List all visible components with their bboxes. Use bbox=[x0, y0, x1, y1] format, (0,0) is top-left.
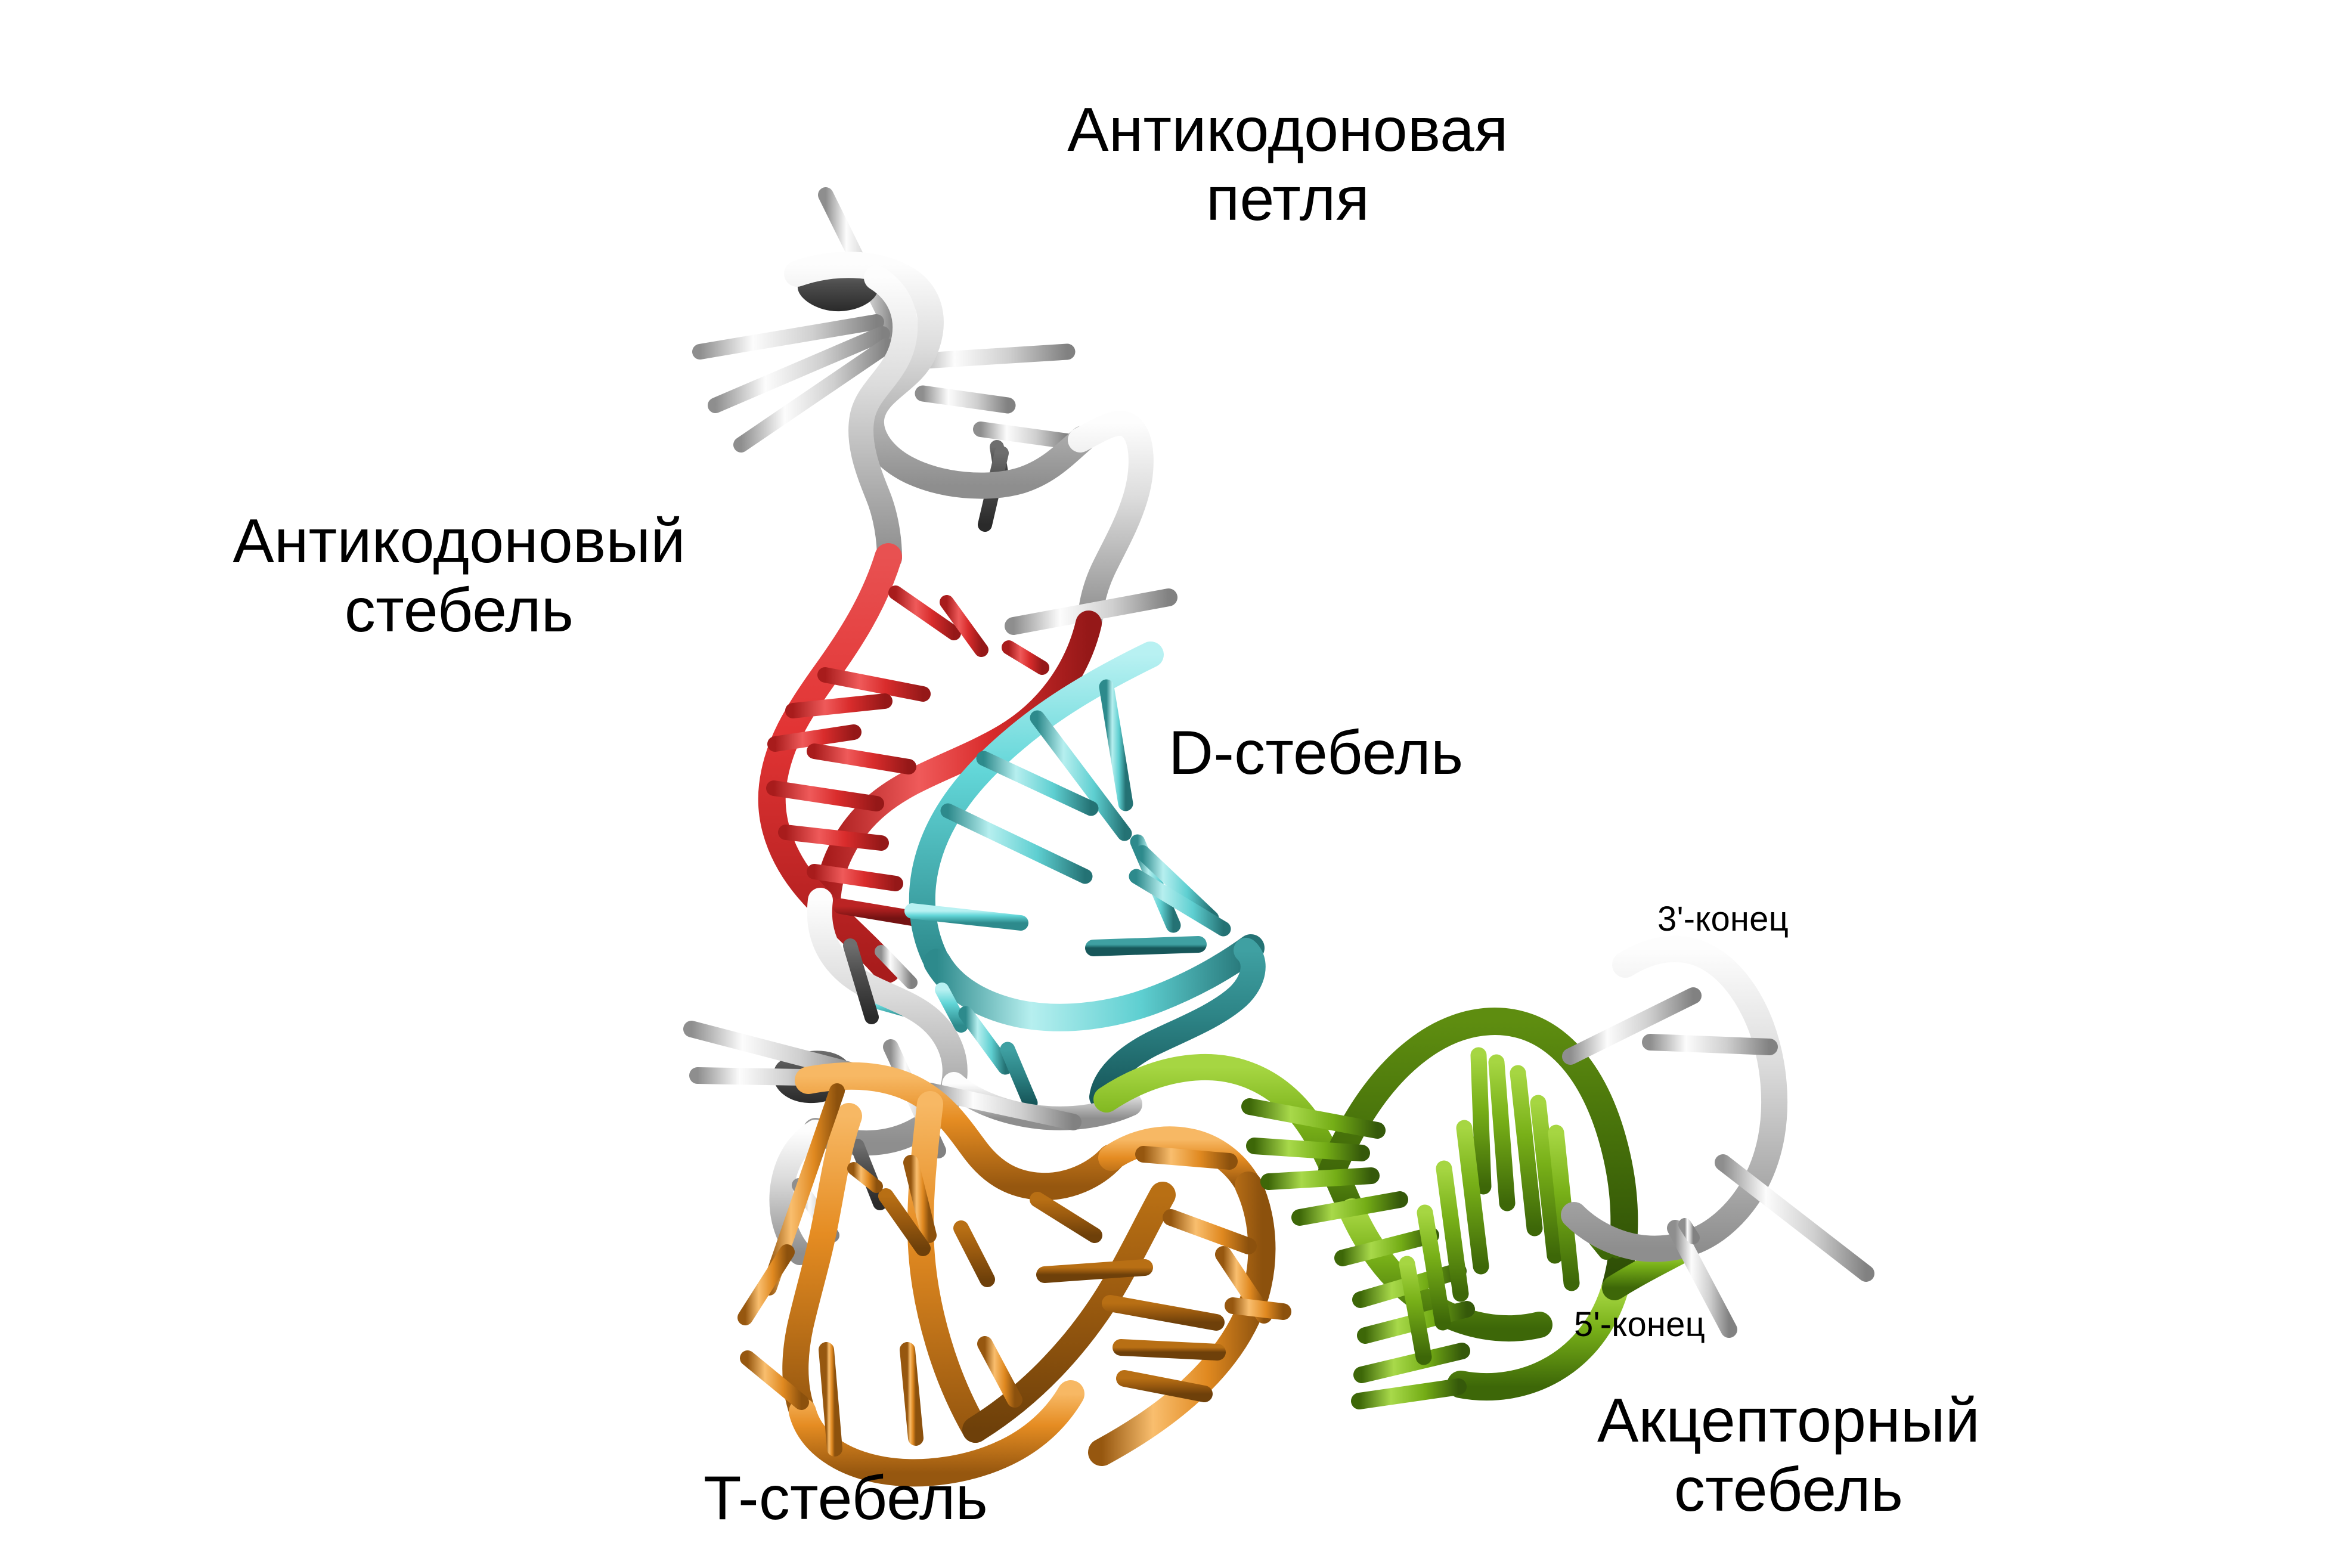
d-stem-base-sticks bbox=[859, 679, 1231, 1111]
anticodon-stem-region bbox=[758, 543, 1102, 983]
terminal-tail-base-sticks bbox=[1562, 987, 1874, 1338]
acceptor-stem-backbone-d bbox=[1447, 1276, 1628, 1401]
t-stem-backbone-c bbox=[1088, 1172, 1276, 1466]
label-t-stem: T-стебель bbox=[704, 1464, 988, 1533]
t-stem-base-sticks bbox=[737, 1083, 1291, 1457]
label-anticodon-loop: Антикодоновая петля bbox=[1067, 95, 1508, 234]
acceptor-stem-base-sticks bbox=[1241, 1047, 1623, 1409]
acceptor-stem-region bbox=[1093, 1008, 1694, 1409]
t-stem-backbone-a bbox=[795, 1062, 1125, 1201]
t-stem-backbone-e bbox=[907, 1091, 988, 1443]
anticodon-loop-region bbox=[692, 187, 1177, 635]
core-linker-tube-a bbox=[803, 888, 968, 1156]
anticodon-loop-tube-left-strand bbox=[848, 265, 918, 571]
anticodon-loop-tube-right-strand bbox=[1068, 410, 1154, 633]
acceptor-stem-backbone-c bbox=[1318, 1008, 1638, 1304]
t-stem-region bbox=[737, 1062, 1291, 1487]
label-5-prime-end: 5'-конец bbox=[1574, 1305, 1706, 1344]
terminal-tail-tube bbox=[1561, 935, 1788, 1262]
anticodon-stem-backbone-b bbox=[814, 611, 1102, 915]
label-anticodon-stem: Антикодоновый стебель bbox=[233, 507, 686, 646]
d-stem-backbone-c bbox=[1089, 938, 1266, 1110]
d-stem-region bbox=[859, 642, 1266, 1111]
d-stem-backbone-b bbox=[924, 934, 1265, 1031]
anticodon-stem-base-sticks bbox=[766, 585, 1049, 926]
label-d-stem: D-стебель bbox=[1169, 718, 1464, 788]
t-stem-backbone-d bbox=[782, 1103, 862, 1425]
terminal-tail-region bbox=[1561, 935, 1874, 1338]
label-3-prime-end: 3'-конец bbox=[1657, 900, 1789, 938]
t-stem-backbone-f bbox=[789, 1380, 1084, 1487]
label-acceptor-stem: Акцепторный стебель bbox=[1597, 1386, 1981, 1525]
